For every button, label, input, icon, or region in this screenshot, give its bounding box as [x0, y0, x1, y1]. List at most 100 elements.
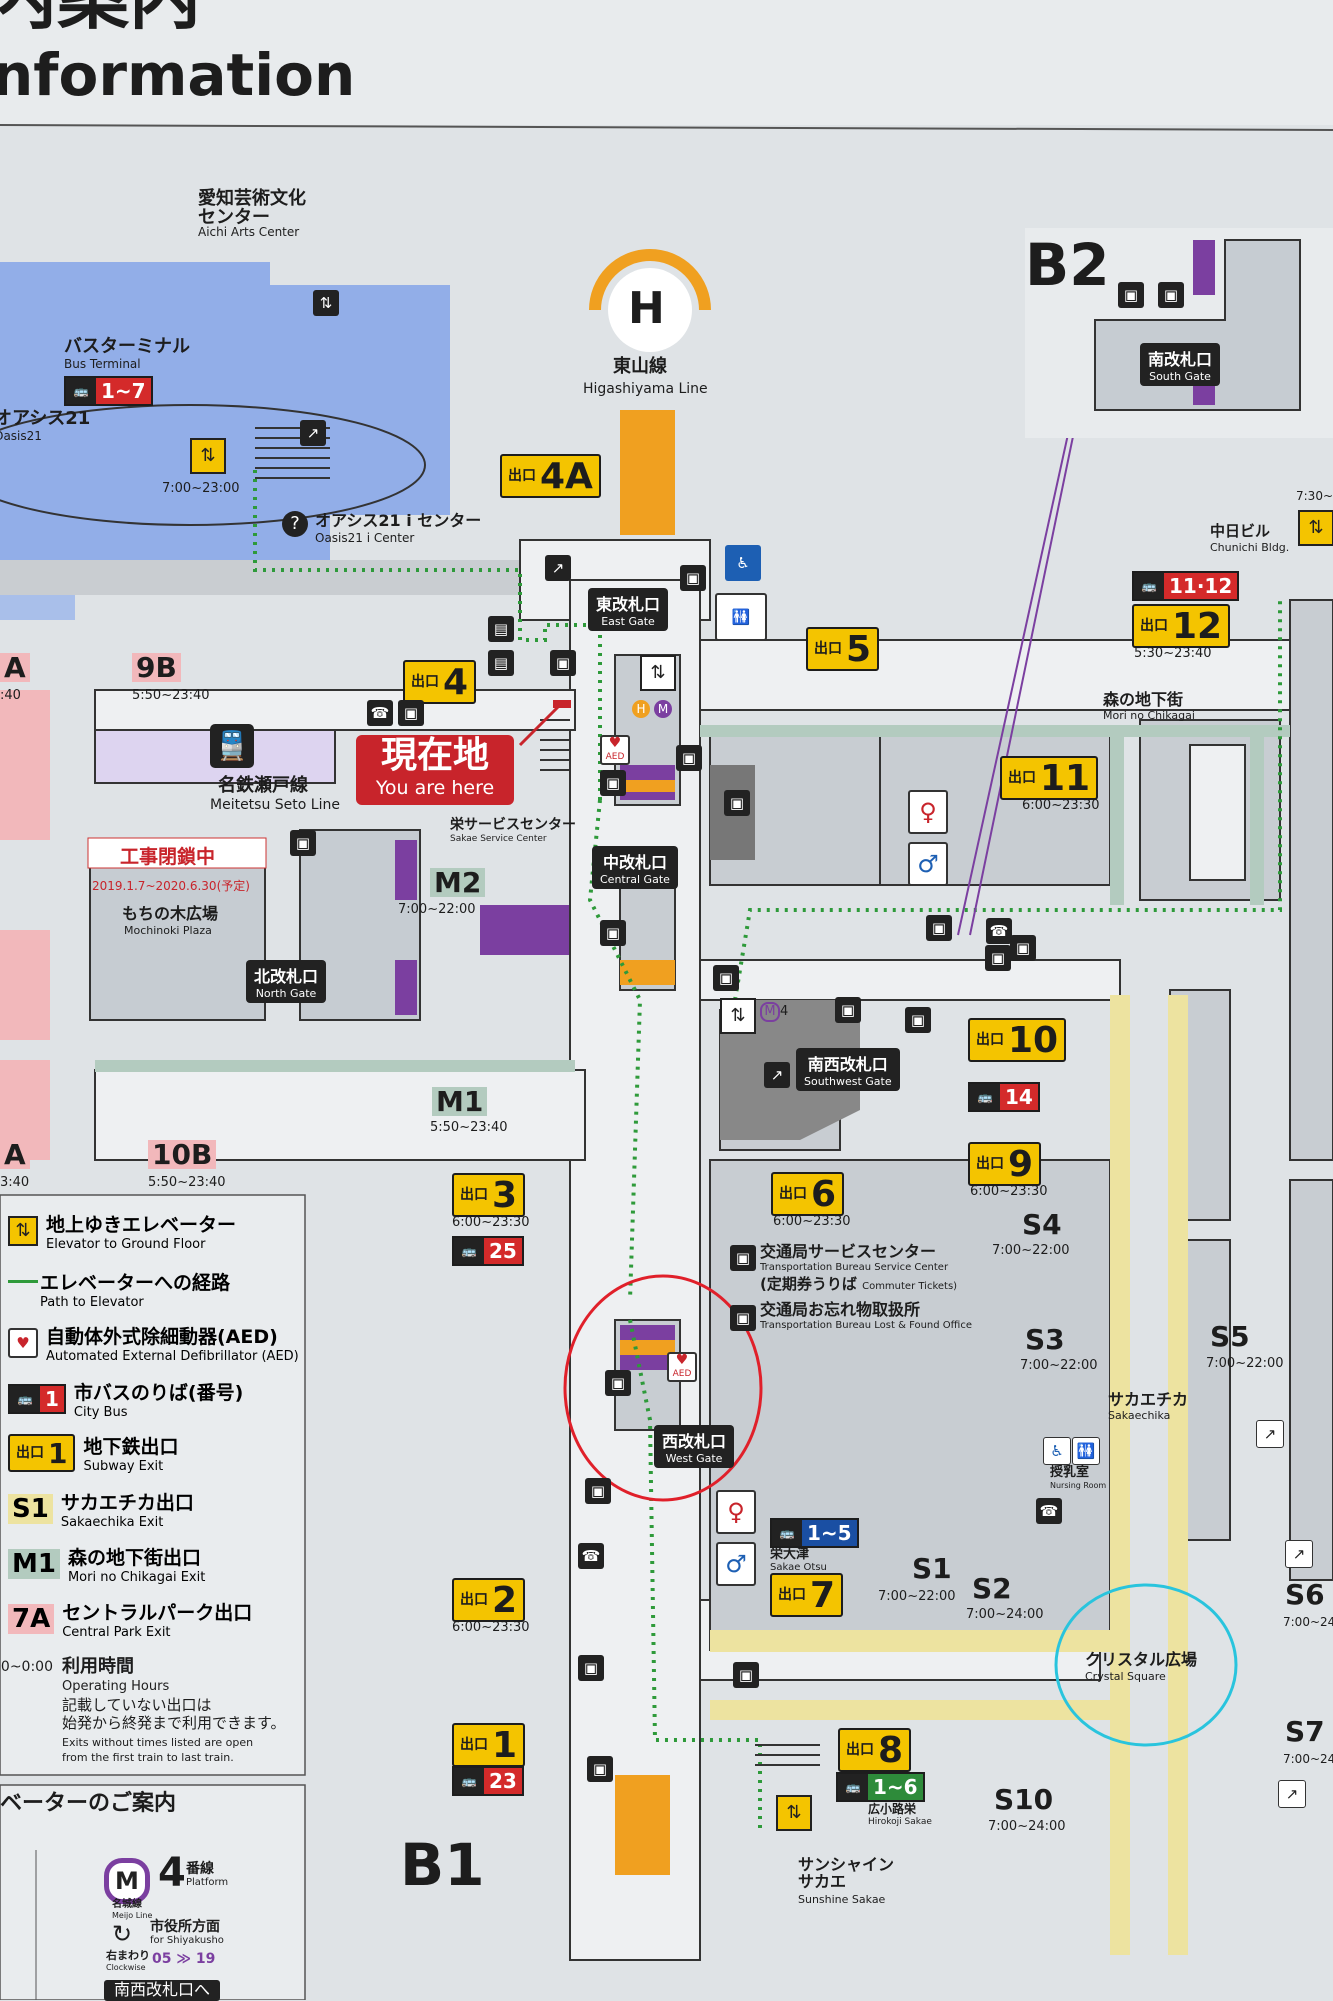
- sakaechika-exit-s4[interactable]: S4: [1022, 1208, 1062, 1241]
- park-exit-10b[interactable]: 10B: [148, 1140, 217, 1169]
- bus-stop-number: 1~5: [802, 1520, 857, 1546]
- elevator-clockwise-en: Clockwise: [106, 1963, 146, 1972]
- nursing-room-label: 授乳室: [1050, 1465, 1090, 1480]
- exit-2-number: 2: [492, 1579, 518, 1621]
- legend-mori-jp: 森の地下街出口: [67, 1547, 201, 1569]
- park-exit-a-bottom[interactable]: A: [0, 1140, 30, 1169]
- phone-icon: ☎: [986, 918, 1012, 944]
- elevator-platform-number: 4: [158, 1850, 186, 1896]
- sakae-otsu-label: 栄大津: [770, 1547, 810, 1562]
- bus-stop-25[interactable]: 🚌25: [452, 1236, 524, 1266]
- elevator-icon[interactable]: ⇅: [190, 438, 226, 474]
- legend-park-en: Central Park Exit: [62, 1625, 171, 1640]
- crystal-square-label-en: Crystal Square: [1085, 1670, 1166, 1683]
- ticket-machine-icon: ▣: [733, 1662, 759, 1688]
- women-restroom-icon: ♀: [716, 1490, 756, 1534]
- park-exit-9b-hours: 5:50~23:40: [132, 688, 210, 703]
- bus-stop-23[interactable]: 🚌23: [452, 1766, 524, 1796]
- sakaechika-exit-s2[interactable]: S2: [972, 1572, 1012, 1605]
- elevator-icon[interactable]: ⇅: [776, 1795, 812, 1831]
- exit-6-hours: 6:00~23:30: [773, 1214, 851, 1229]
- ticket-machine-icon: ▣: [587, 1756, 613, 1782]
- elevator-icon[interactable]: ⇅: [720, 998, 756, 1034]
- exit-word: 出口: [460, 1737, 488, 1753]
- escalator-icon: ↗: [764, 1062, 790, 1088]
- elevator-icon[interactable]: ⇅: [640, 655, 676, 691]
- bus-stop-1-5[interactable]: 🚌1~5: [770, 1518, 859, 1548]
- exit-9-number: 9: [1008, 1143, 1034, 1185]
- escalator-icon: ↗: [545, 555, 571, 581]
- legend-bus-sample: 🚌1: [8, 1384, 66, 1414]
- sakaechika-exit-s10[interactable]: S10: [994, 1783, 1054, 1816]
- exit-4-number: 4: [443, 661, 469, 703]
- sakaechika-exit-s7-hours: 7:00~24: [1283, 1752, 1333, 1766]
- sakaechika-exit-s5-hours: 7:00~22:00: [1206, 1356, 1284, 1371]
- sakaechika-exit-s1-hours: 7:00~22:00: [878, 1589, 956, 1604]
- sakaechika-exit-s1[interactable]: S1: [912, 1552, 952, 1585]
- restroom-icon: 🚻: [715, 593, 767, 641]
- bus-icon: 🚌: [66, 378, 96, 404]
- sakaechika-exit-s4-hours: 7:00~22:00: [992, 1243, 1070, 1258]
- park-exit-9b[interactable]: 9B: [132, 653, 181, 682]
- north-gate-en: North Gate: [255, 987, 317, 1000]
- bus-icon: 🚌: [454, 1238, 484, 1264]
- train-icon: 🚆: [210, 724, 254, 768]
- sakaechika-exit-s7[interactable]: S7: [1285, 1715, 1325, 1748]
- elevator-icon[interactable]: ⇅: [313, 290, 339, 316]
- park-exit-a-top[interactable]: A: [0, 653, 30, 682]
- transport-service-center-label-en: Transportation Bureau Service Center: [760, 1262, 949, 1273]
- elevator-line-en: Meijo Line: [112, 1911, 153, 1920]
- bus-stop-1-7[interactable]: 🚌1~7: [64, 376, 153, 406]
- bus-stop-1-6[interactable]: 🚌1~6: [836, 1772, 925, 1802]
- legend-elevator-en: Elevator to Ground Floor: [46, 1237, 206, 1252]
- sakaechika-exit-s5[interactable]: S5: [1210, 1320, 1250, 1353]
- women-restroom-icon: ♀: [908, 790, 948, 834]
- ticket-machine-icon: ▣: [550, 650, 576, 676]
- exit-11-hours: 6:00~23:30: [1022, 798, 1100, 813]
- mori-exit-m1[interactable]: M1: [432, 1087, 488, 1116]
- mori-exit-m2[interactable]: M2: [430, 868, 486, 897]
- elevator-icon: ⇅: [8, 1216, 38, 1246]
- nursing-room-label-en: Nursing Room: [1050, 1481, 1107, 1490]
- bus-stop-number: 25: [484, 1238, 522, 1264]
- oasis-elevator-hours: 7:00~23:00: [162, 481, 240, 496]
- exit-3-number: 3: [492, 1174, 518, 1216]
- bus-stop-11-12[interactable]: 🚌11·12: [1132, 571, 1240, 601]
- bus-stop-14[interactable]: 🚌14: [968, 1082, 1040, 1112]
- restroom-icon: 🚻: [1072, 1437, 1100, 1465]
- elevator-icon[interactable]: ⇅: [1298, 510, 1333, 546]
- elevator-direction-en: for Shiyakusho: [150, 1935, 224, 1946]
- sakaechika-exit-s3[interactable]: S3: [1025, 1323, 1065, 1356]
- legend-bus-jp: 市バスのりば(番号): [73, 1382, 244, 1404]
- aed-icon: ♥: [8, 1328, 38, 1358]
- elevator-guide-footer[interactable]: 南西改札口へ: [104, 1980, 221, 2001]
- sakaechika-exit-s2-hours: 7:00~24:00: [966, 1607, 1044, 1622]
- sakae-service-label: 栄サービスセンター: [450, 817, 576, 833]
- aichi-arts-label: 愛知芸術文化センター: [198, 188, 306, 228]
- mochinoki-plaza-label: もちの木広場: [122, 904, 219, 923]
- sakaechika-exit-s6[interactable]: S6: [1285, 1578, 1325, 1611]
- aed-label: AED: [672, 1369, 692, 1379]
